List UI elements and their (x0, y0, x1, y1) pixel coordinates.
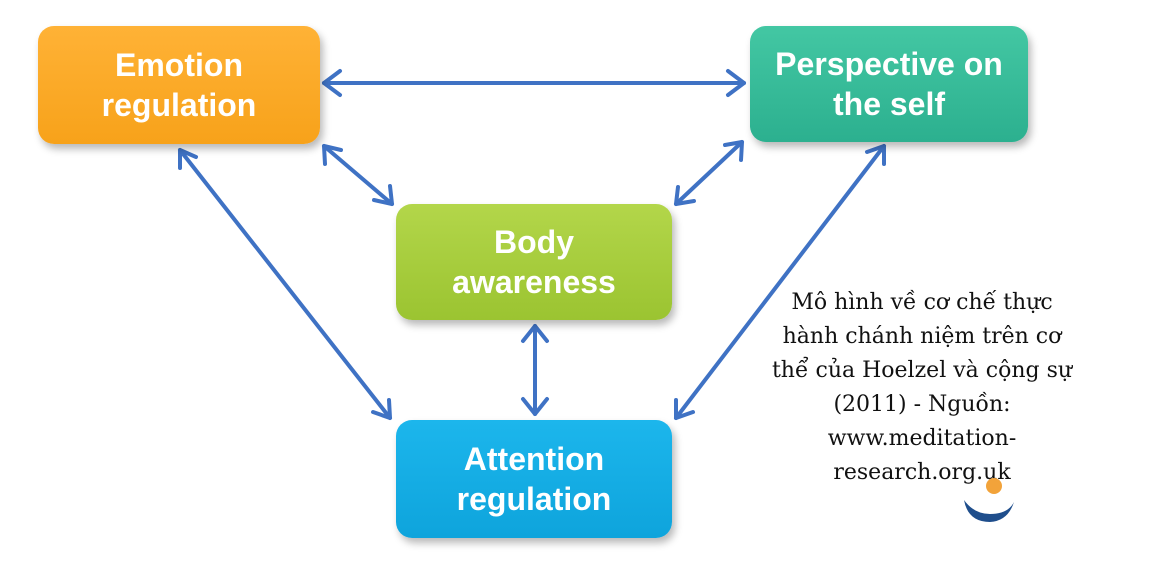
body-awareness-box: Body awareness (396, 204, 672, 320)
attention-regulation-label: Attention regulation (456, 441, 612, 517)
arrow-perspective-attention (674, 144, 886, 420)
perspective-on-self-label: Perspective on the self (775, 46, 1003, 122)
figure-caption: Mô hình về cơ chế thực hành chánh niệm t… (771, 290, 1073, 485)
emotion-regulation-label: Emotion regulation (101, 47, 257, 123)
perspective-on-self-box: Perspective on the self (750, 26, 1028, 142)
body-awareness-label: Body awareness (452, 224, 616, 300)
arrow-body-attention (521, 324, 549, 416)
attention-regulation-box: Attention regulation (396, 420, 672, 538)
arrow-emotion-body (322, 144, 394, 206)
arrow-emotion-perspective (322, 69, 746, 97)
arrow-emotion-attention (178, 148, 392, 420)
meditation-research-logo-icon (964, 478, 1014, 522)
emotion-regulation-box: Emotion regulation (38, 26, 320, 144)
arrow-perspective-body (674, 140, 744, 206)
